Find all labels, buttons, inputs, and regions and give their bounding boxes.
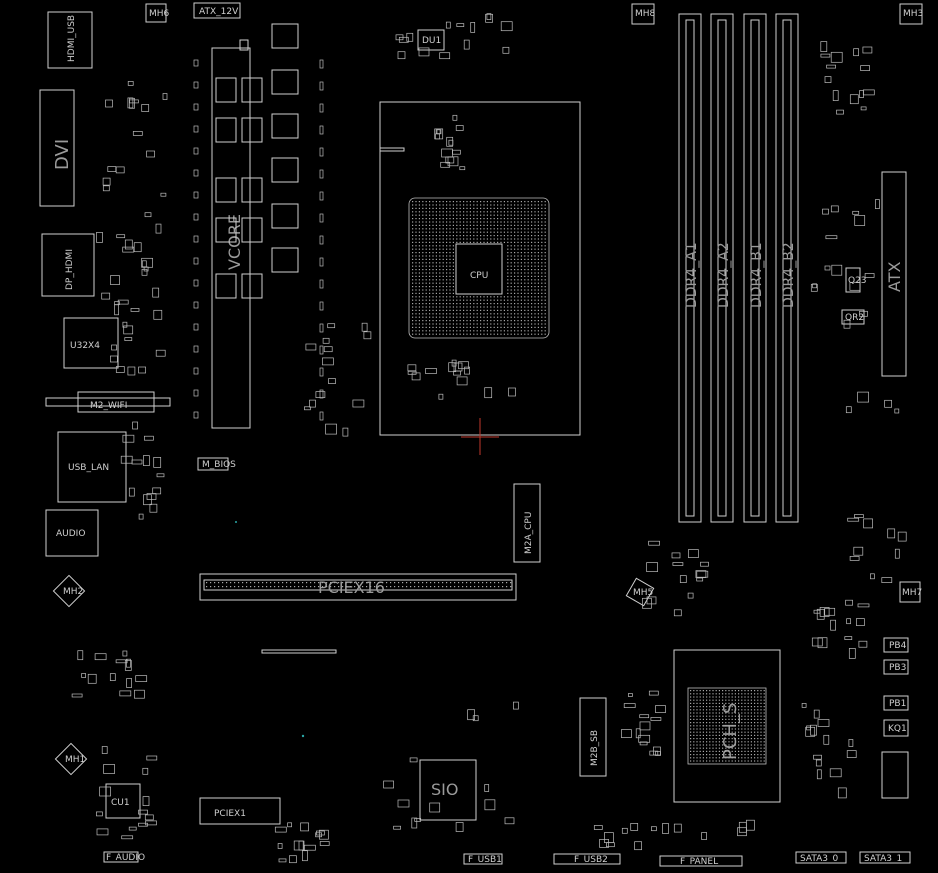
accent-dot	[235, 521, 237, 523]
svg-text:MH7: MH7	[902, 588, 922, 598]
svg-text:M2A_CPU: M2A_CPU	[524, 512, 534, 554]
u32x4-port: U32X4	[63, 317, 119, 369]
mounting-hole-mh8: MH8	[631, 3, 656, 25]
du1-chip: DU1	[417, 29, 445, 51]
mounting-hole-mh7: MH7	[899, 581, 922, 603]
svg-text:ATX_12V: ATX_12V	[199, 7, 239, 17]
hdmi-usb-port: HDMI_USB	[47, 11, 93, 69]
ddr4-slot-b1: DDR4_B1	[743, 13, 767, 523]
pch-chip: PCH_S	[673, 649, 781, 803]
placement-marker	[461, 418, 499, 455]
svg-text:M_BIOS: M_BIOS	[202, 460, 236, 470]
svg-text:KQ1: KQ1	[888, 724, 907, 734]
m2b-sb-slot: M2B_SB	[579, 697, 607, 777]
ddr4-slot-a2: DDR4_A2	[710, 13, 734, 523]
mounting-hole-mh5: MH5	[625, 577, 655, 607]
svg-text:PCIEX16: PCIEX16	[318, 578, 385, 597]
q23-component: Q23	[845, 267, 867, 293]
svg-text:MH8: MH8	[635, 9, 656, 19]
accent-dot	[301, 734, 305, 738]
qr2-component: QR2	[841, 309, 865, 325]
f-panel-header: F_PANEL	[659, 855, 743, 867]
svg-text:DDR4_A2: DDR4_A2	[716, 242, 732, 308]
sata3-0-port: SATA3_0	[795, 851, 847, 864]
svg-text:DDR4_B1: DDR4_B1	[749, 242, 765, 308]
svg-text:SATA3_1: SATA3_1	[864, 854, 902, 864]
svg-text:SATA3_0: SATA3_0	[800, 854, 839, 864]
codec-cu1: CU1	[105, 783, 141, 819]
svg-text:U32X4: U32X4	[70, 341, 100, 351]
svg-text:SIO: SIO	[431, 780, 458, 799]
f-usb1-header: F_USB1	[463, 853, 503, 865]
svg-text:DVI: DVI	[52, 139, 73, 170]
atx-12v-connector: ATX_12V	[193, 2, 241, 19]
svg-text:F_PANEL: F_PANEL	[680, 857, 718, 867]
m2-wifi-slot: M2_WIFI	[45, 391, 171, 413]
standoff-bar	[261, 649, 337, 654]
atx-power-connector: ATX	[881, 171, 907, 377]
svg-text:AUDIO: AUDIO	[56, 529, 85, 539]
svg-text:HDMI_USB: HDMI_USB	[67, 15, 77, 62]
vrm-chokes	[215, 23, 299, 299]
svg-text:F_USB2: F_USB2	[574, 855, 608, 865]
svg-text:DDR4_A1: DDR4_A1	[684, 242, 700, 308]
svg-text:M2_WIFI: M2_WIFI	[90, 401, 127, 411]
sata3-1-port: SATA3_1	[859, 851, 911, 864]
svg-text:USB_LAN: USB_LAN	[68, 463, 109, 473]
ddr4-slot-b2: DDR4_B2	[775, 13, 799, 523]
cpu-socket: CPU	[379, 101, 581, 436]
svg-text:MH3: MH3	[903, 9, 923, 19]
svg-text:PCH_S: PCH_S	[720, 703, 741, 760]
svg-text:DDR4_B2: DDR4_B2	[781, 242, 797, 308]
pciex1-slot: PCIEX1	[199, 797, 281, 825]
svg-text:DP_HDMI: DP_HDMI	[65, 249, 75, 290]
svg-text:CU1: CU1	[111, 798, 130, 808]
svg-text:MH5: MH5	[633, 588, 653, 598]
dp-hdmi-port: DP_HDMI	[41, 233, 95, 297]
dvi-port: DVI	[39, 89, 75, 207]
f-audio-header: F_AUDIO	[103, 851, 145, 863]
pb3-component: PB3	[883, 659, 909, 675]
sio-chip: SIO	[419, 759, 477, 821]
m-bios-chip: M_BIOS	[197, 457, 236, 471]
audio-port: AUDIO	[45, 509, 99, 557]
mounting-hole-mh6-top: MH6	[145, 3, 170, 23]
svg-text:MH1: MH1	[65, 755, 85, 765]
svg-text:MH6: MH6	[149, 9, 170, 19]
svg-text:CPU: CPU	[470, 271, 488, 281]
pb1-component: PB1	[883, 695, 909, 711]
svg-text:M2B_SB: M2B_SB	[590, 730, 600, 766]
svg-text:PCIEX1: PCIEX1	[214, 809, 246, 819]
svg-text:Q23: Q23	[848, 276, 867, 286]
mounting-hole-mh1: MH1	[54, 742, 88, 776]
usb-lan-port: USB_LAN	[57, 431, 127, 503]
pb4-component: PB4	[883, 637, 909, 653]
svg-text:PB3: PB3	[889, 663, 906, 673]
svg-text:PB4: PB4	[889, 641, 907, 651]
svg-text:PB1: PB1	[889, 699, 906, 709]
svg-text:F_USB1: F_USB1	[468, 855, 502, 865]
mounting-hole-mh2: MH2	[52, 574, 86, 608]
small-components	[71, 13, 907, 864]
svg-text:MH2: MH2	[63, 587, 83, 597]
m2a-cpu-slot: M2A_CPU	[513, 483, 541, 563]
vrm-strip: VCORE	[211, 39, 251, 429]
kq1-component: KQ1	[883, 719, 909, 737]
svg-text:DU1: DU1	[422, 36, 441, 46]
f-usb2-header: F_USB2	[553, 853, 621, 865]
mounting-hole-mh3: MH3	[899, 3, 923, 25]
header-block	[881, 751, 909, 799]
svg-text:F_AUDIO: F_AUDIO	[106, 853, 145, 863]
svg-text:QR2: QR2	[845, 313, 864, 323]
svg-text:ATX: ATX	[885, 262, 904, 292]
ddr4-slot-a1: DDR4_A1	[678, 13, 702, 523]
